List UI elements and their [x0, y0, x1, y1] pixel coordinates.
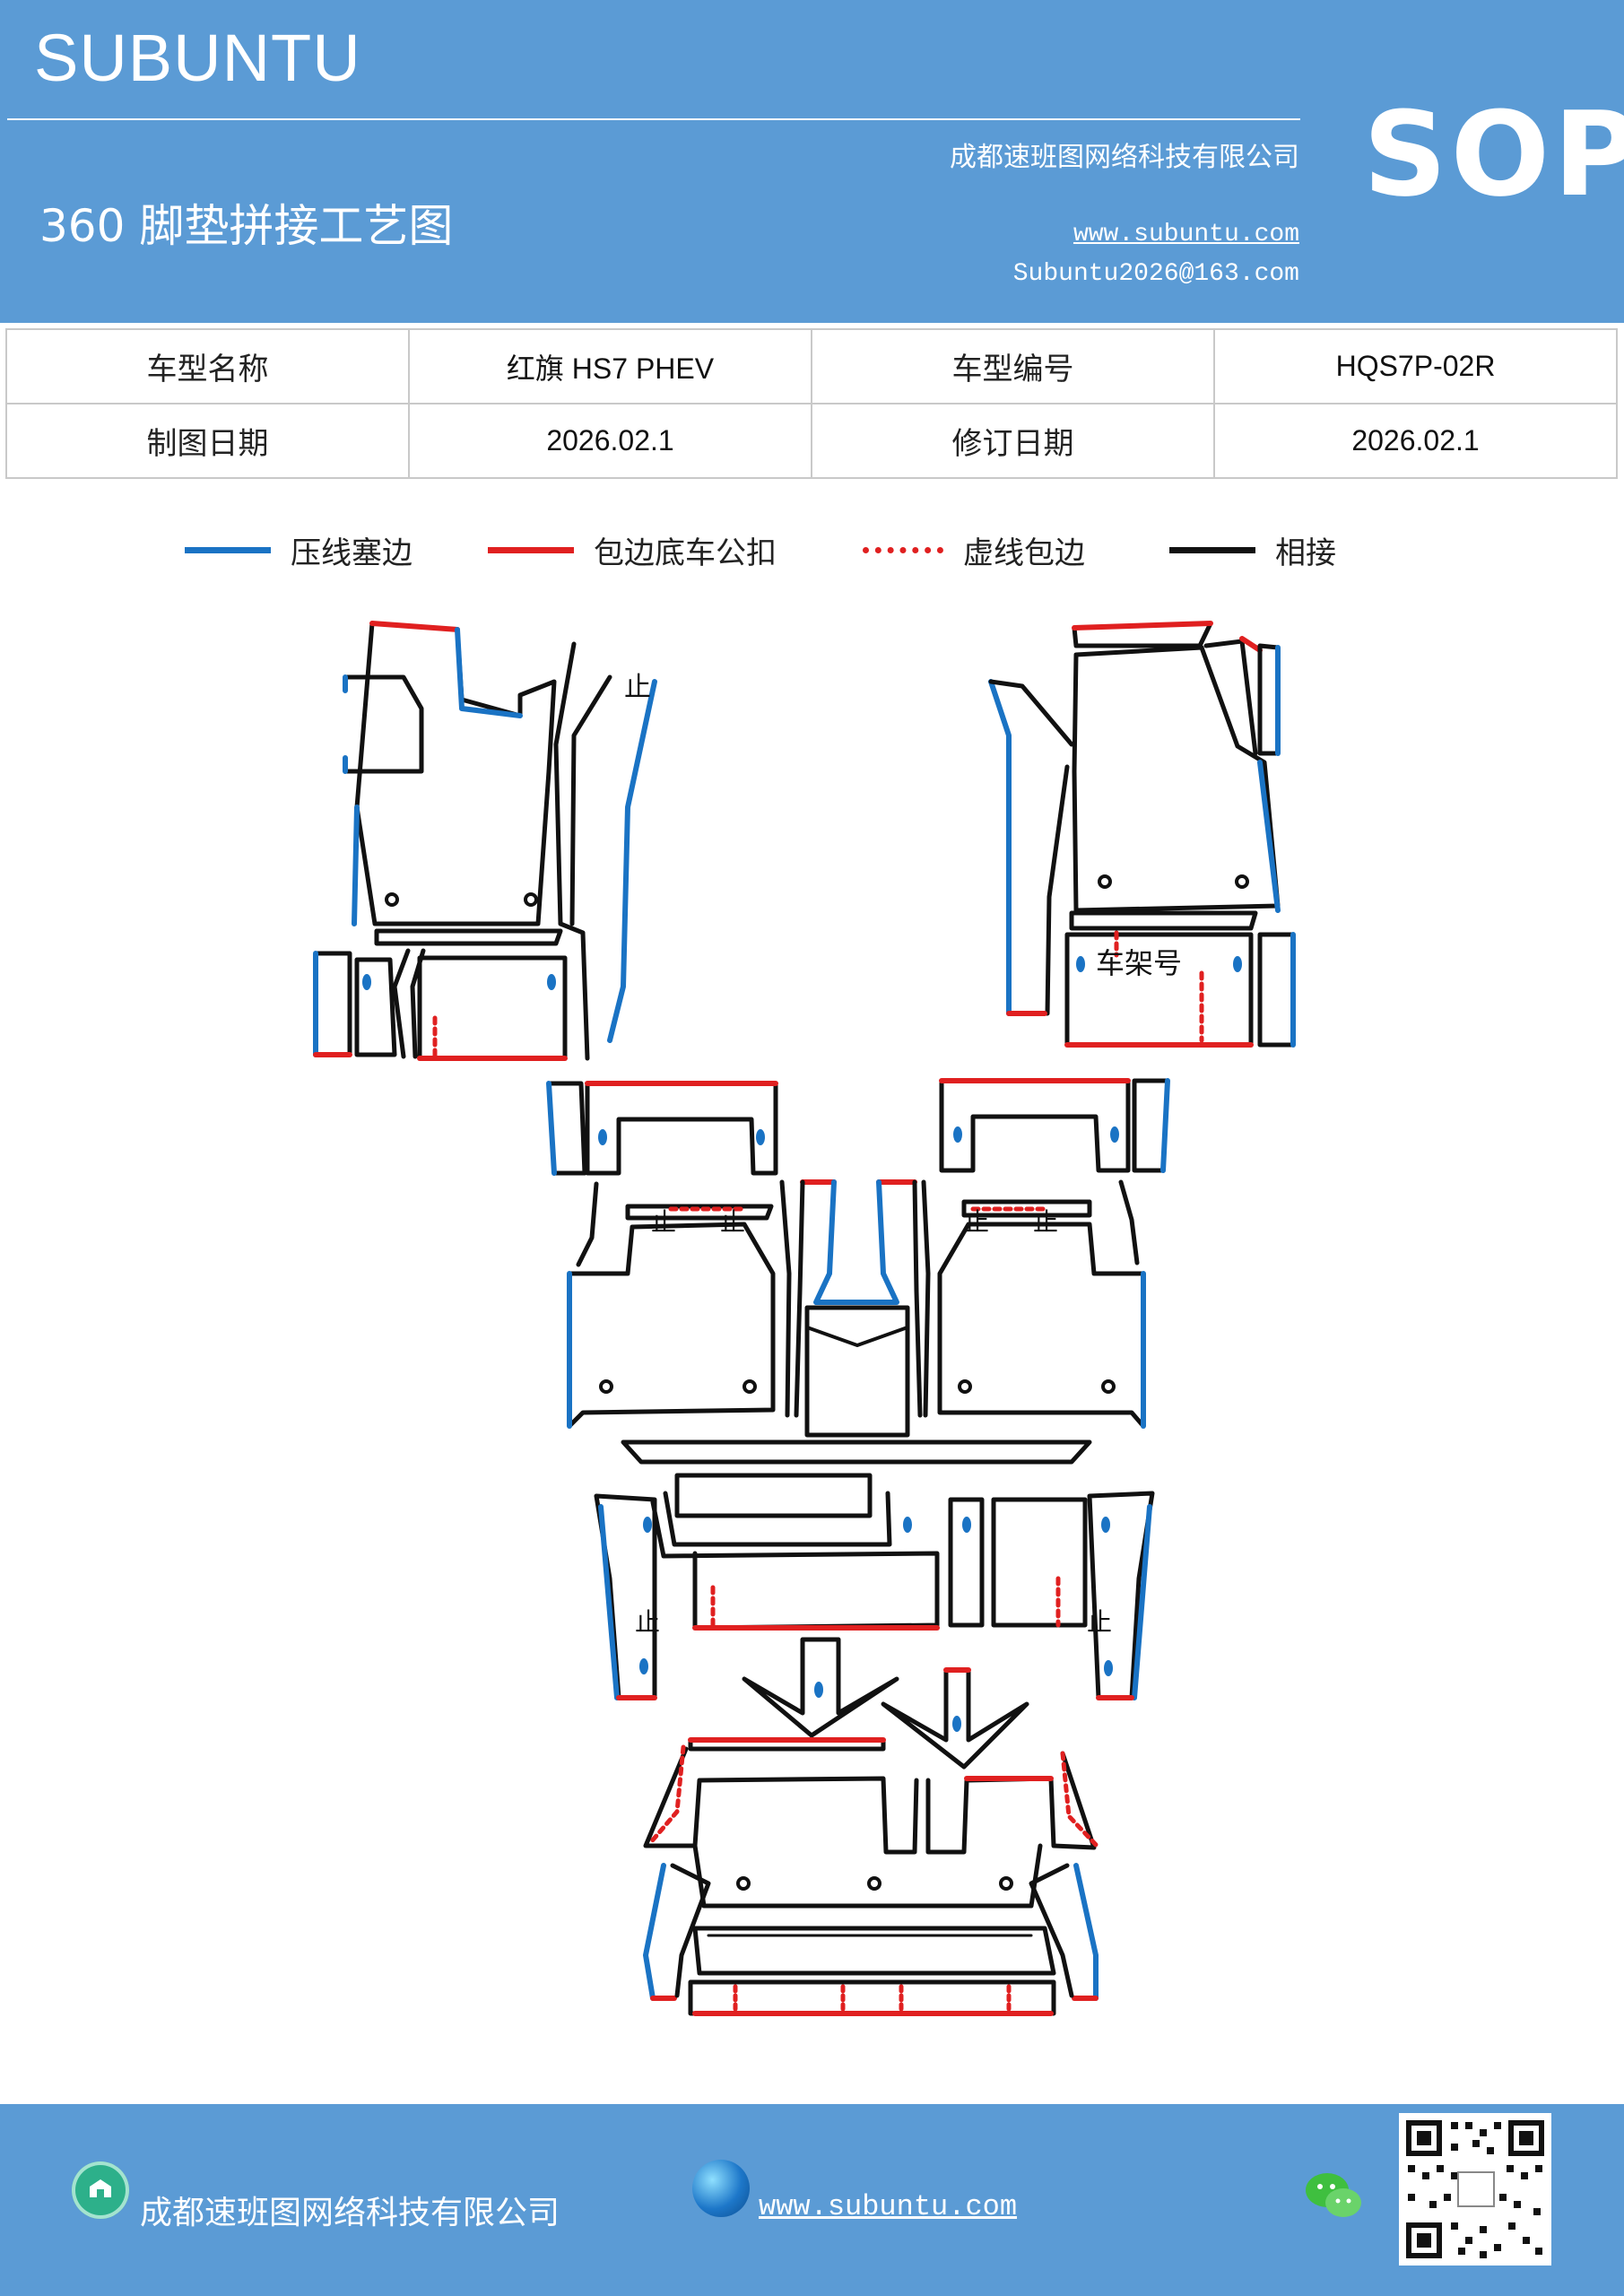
brand-logo-text: SUBUNTU [34, 21, 361, 95]
company-building-icon [72, 2161, 129, 2219]
value-draw-date: 2026.02.1 [408, 403, 812, 479]
header-banner: SUBUNTU 成都速班图网络科技有限公司 360 脚垫拼接工艺图 www.su… [0, 0, 1624, 323]
footer-company-name: 成都速班图网络科技有限公司 [140, 2195, 560, 2231]
globe-icon [692, 2160, 750, 2217]
frame-number-label: 车架号 [1096, 946, 1182, 980]
mat-driver-front: 止 [343, 621, 657, 1061]
header-company-name: 成都速班图网络科技有限公司 [950, 142, 1299, 173]
legend-swatch-red-dashed [863, 546, 943, 553]
mat-passenger-rear-strip: 车架号 [1064, 930, 1296, 1048]
mat-driver-rear-strip [313, 948, 568, 1061]
value-model-code: HQS7P-02R [1213, 328, 1618, 404]
stop-mark: 止 [1087, 1607, 1112, 1637]
legend-swatch-red [488, 546, 574, 553]
stop-mark: 止 [720, 1207, 745, 1237]
legend-label: 压线塞边 [291, 535, 413, 571]
table-row: 车型名称 红旗 HS7 PHEV 车型编号 HQS7P-02R [5, 328, 1618, 404]
building-icon [90, 2179, 111, 2197]
label-draw-date: 制图日期 [5, 403, 410, 479]
wechat-icon[interactable] [1302, 2169, 1365, 2222]
value-revise-date: 2026.02.1 [1213, 403, 1618, 479]
legend-label: 相接 [1275, 535, 1336, 571]
qr-code-icon [1399, 2113, 1551, 2266]
legend-swatch-blue [185, 546, 271, 553]
stop-mark: 止 [651, 1207, 676, 1237]
label-revise-date: 修订日期 [811, 403, 1215, 479]
label-model-name: 车型名称 [5, 328, 410, 404]
value-model-name: 红旗 HS7 PHEV [408, 328, 812, 404]
mat-second-row-right: 止 止 [876, 1078, 1170, 1429]
table-row: 制图日期 2026.02.1 修订日期 2026.02.1 [5, 403, 1618, 479]
mat-second-row-left: 止 止 [546, 1081, 837, 1429]
sop-badge: SOP [1363, 86, 1624, 222]
stop-mark: 止 [624, 672, 651, 703]
mat-third-row: 止 止 [594, 1473, 1155, 1700]
legend-label: 虚线包边 [963, 535, 1085, 571]
legend-item-press-line: 压线塞边 [185, 527, 413, 572]
stop-mark: 止 [635, 1607, 660, 1637]
header-website-link[interactable]: www.subuntu.com [1073, 221, 1299, 248]
legend-label: 包边底车公扣 [594, 535, 777, 571]
header-divider [7, 118, 1300, 120]
legend-item-wrap-edge: 包边底车公扣 [488, 527, 777, 572]
footer-website-link[interactable]: www.subuntu.com [759, 2190, 1018, 2223]
legend-swatch-black [1169, 546, 1255, 553]
mat-center-tunnel [621, 1179, 1092, 1465]
mat-trunk [643, 1744, 1101, 2016]
footer-banner: 成都速班图网络科技有限公司 www.subuntu.com [0, 2104, 1624, 2296]
mat-passenger-front [988, 621, 1281, 1016]
legend-item-joint: 相接 [1169, 527, 1336, 572]
header-email: Subuntu2026@163.com [1012, 260, 1299, 288]
legend-item-dashed-edge: 虚线包边 [863, 527, 1085, 572]
label-model-code: 车型编号 [811, 328, 1215, 404]
page-title: 360 脚垫拼接工艺图 [39, 200, 454, 252]
vehicle-info-table: 车型名称 红旗 HS7 PHEV 车型编号 HQS7P-02R 制图日期 202… [5, 328, 1618, 479]
mat-connectors [688, 1637, 1029, 1770]
